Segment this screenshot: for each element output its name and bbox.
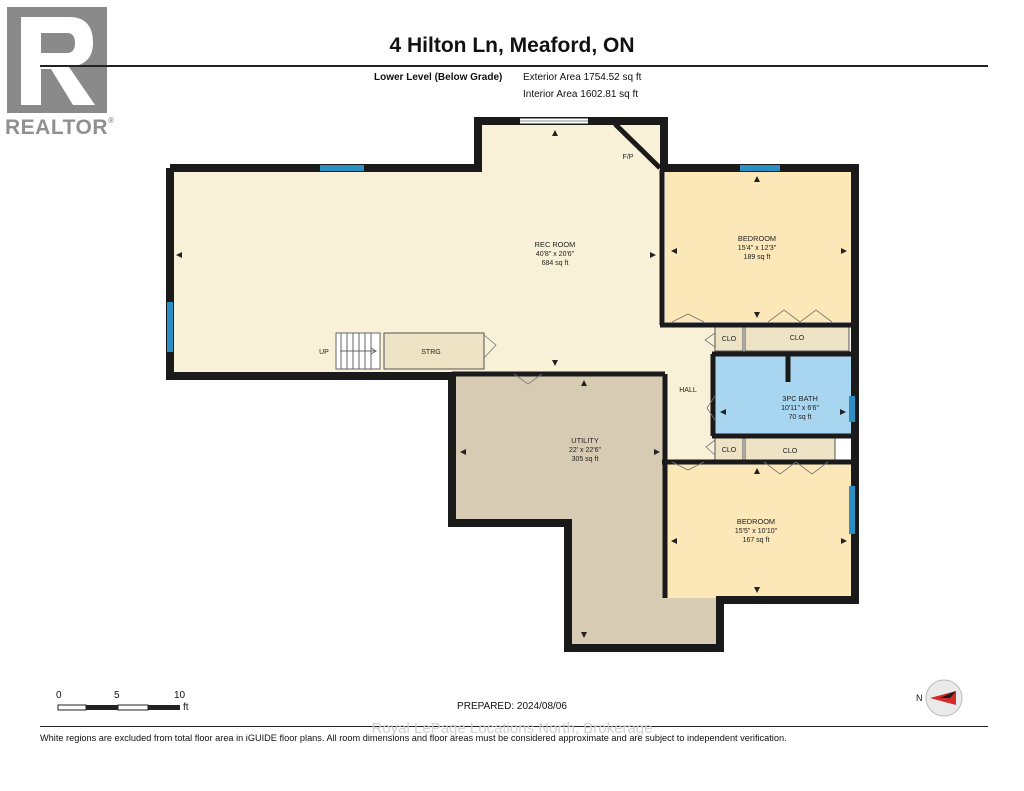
bath-label: 3PC BATH 10'11" x 6'6" 70 sq ft — [781, 394, 819, 421]
page-title: 4 Hilton Ln, Meaford, ON — [389, 34, 635, 57]
compass-north-label: N — [916, 693, 923, 703]
fireplace-label: F/P — [623, 154, 634, 161]
compass-icon — [925, 679, 963, 717]
bedroom-1-label: BEDROOM 15'4" x 12'3" 189 sq ft — [738, 234, 777, 261]
closet-label-2: CLO — [790, 335, 805, 342]
bath-area: 70 sq ft — [789, 414, 812, 421]
interior-walls — [452, 122, 852, 598]
bath-name: 3PC BATH — [782, 394, 818, 403]
brokerage-watermark: Royal LePage Locations North, Brokerage — [371, 720, 653, 737]
scale-tick-0: 0 — [56, 690, 62, 701]
rec-room-floor — [173, 124, 715, 460]
door-swings — [483, 309, 833, 475]
exterior-area: Exterior Area 1754.52 sq ft — [523, 72, 642, 83]
scale-bar — [57, 704, 180, 711]
bedroom-1-floor — [665, 172, 851, 322]
prepared-date: PREPARED: 2024/08/06 — [457, 701, 567, 712]
dimension-arrows — [176, 130, 847, 638]
bedroom-2-dims: 15'5" x 10'10" — [735, 528, 778, 535]
rec-room-label: REC ROOM 40'8" x 20'6" 684 sq ft — [535, 240, 576, 267]
realtor-text: REALTOR — [5, 116, 109, 139]
bedroom-1-name: BEDROOM — [738, 234, 776, 243]
stairs-up-label: UP — [319, 349, 329, 356]
storage-label: STRG — [421, 349, 440, 356]
closet-1 — [744, 326, 850, 352]
realtor-r-logo — [7, 7, 107, 113]
bedroom-2-label: BEDROOM 15'5" x 10'10" 167 sq ft — [735, 517, 778, 544]
utility-name: UTILITY — [571, 436, 599, 445]
closet-label-1: CLO — [722, 336, 737, 343]
scale-tick-5: 5 — [114, 690, 120, 701]
windows — [167, 165, 855, 534]
bath-dims: 10'11" x 6'6" — [781, 405, 819, 412]
closet-label-4: CLO — [783, 448, 798, 455]
stairs — [335, 332, 381, 370]
scale-tick-10: 10 — [174, 690, 186, 701]
bedroom-2-area: 167 sq ft — [743, 537, 770, 544]
footer-divider — [40, 726, 988, 727]
storage-area — [383, 332, 485, 370]
closet-label-3: CLO — [722, 447, 737, 454]
bedroom-2-floor — [665, 462, 851, 598]
scale-unit: ft — [183, 702, 189, 713]
rec-room-area: 684 sq ft — [542, 260, 569, 267]
bedroom-1-area: 189 sq ft — [744, 254, 771, 261]
utility-floor — [454, 374, 718, 645]
disclaimer: White regions are excluded from total fl… — [40, 733, 787, 743]
bedroom-2-name: BEDROOM — [737, 517, 775, 526]
title-divider — [40, 65, 988, 67]
closet-2 — [714, 326, 744, 352]
rec-room-dims: 40'8" x 20'6" — [536, 251, 575, 258]
utility-dims: 22' x 22'6" — [569, 447, 602, 454]
bath-floor — [715, 356, 851, 434]
rec-room-name: REC ROOM — [535, 240, 576, 249]
utility-area: 305 sq ft — [572, 456, 599, 463]
realtor-logo — [7, 7, 107, 113]
bedroom-1-dims: 15'4" x 12'3" — [738, 245, 777, 252]
realtor-wordmark: REALTOR® — [5, 116, 114, 140]
hall-label: HALL — [679, 387, 697, 394]
interior-area: Interior Area 1602.81 sq ft — [523, 89, 639, 100]
registered-mark: ® — [108, 116, 115, 125]
utility-label: UTILITY 22' x 22'6" 305 sq ft — [569, 436, 602, 463]
level-label: Lower Level (Below Grade) — [374, 72, 503, 83]
